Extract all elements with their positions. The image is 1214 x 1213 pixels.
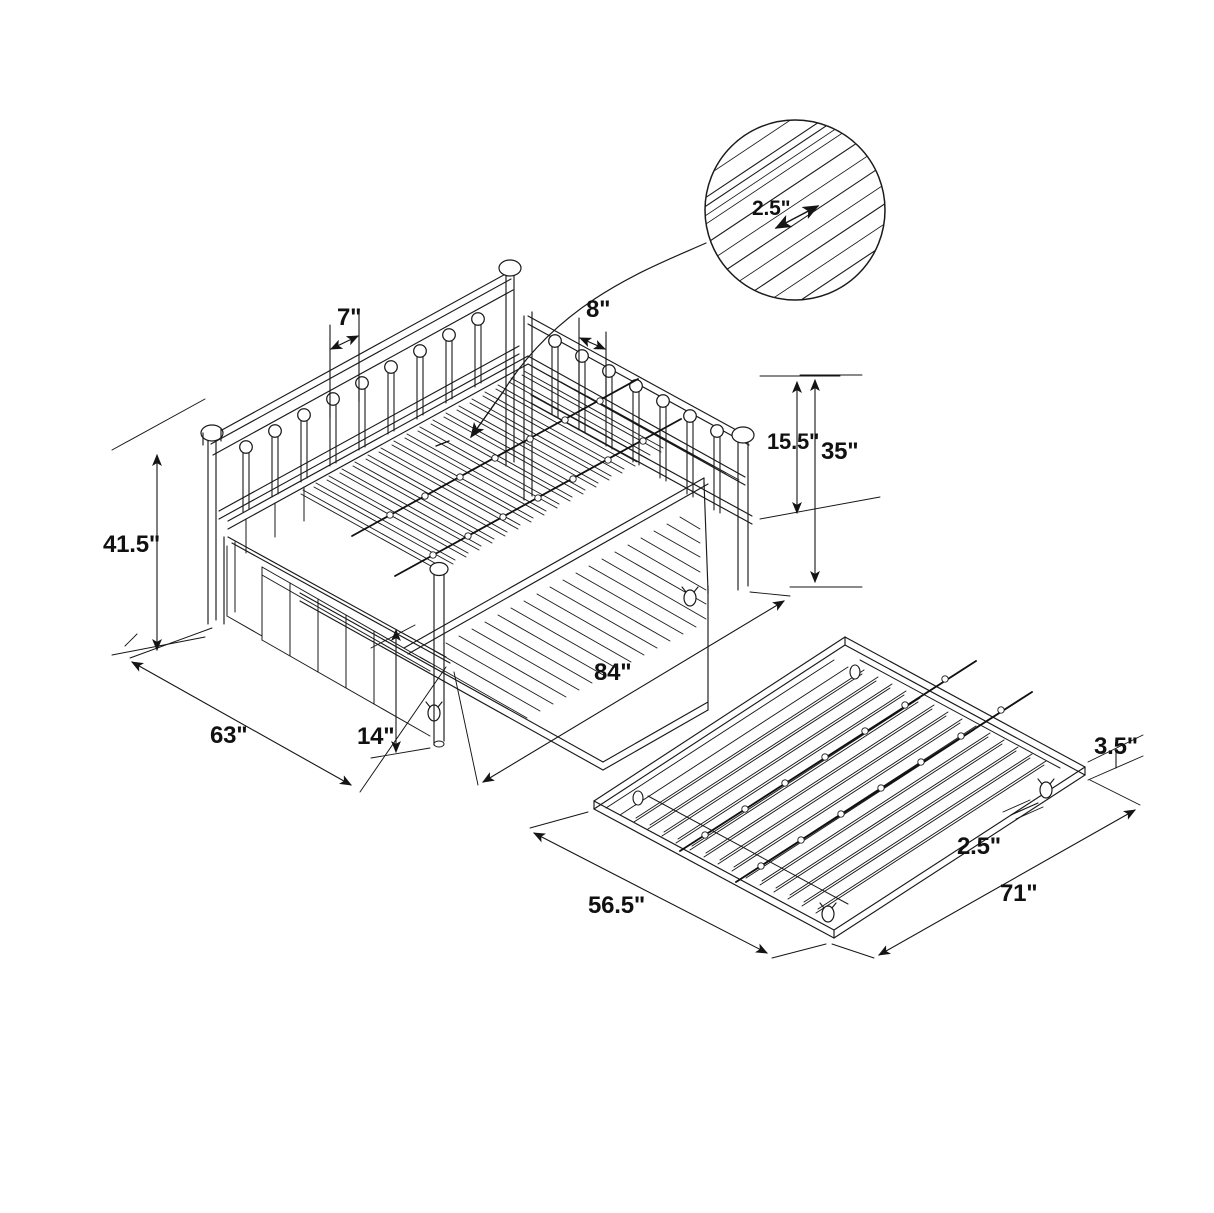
dimension-annotations (111, 308, 1144, 959)
dimension-label-spacing-7: 7" (337, 304, 362, 331)
caster-wheel (425, 586, 699, 722)
dimension-label-length-84: 84" (594, 659, 632, 686)
slat-detail-circle-group (435, 119, 886, 447)
dimension-label-width-63: 63" (210, 722, 248, 749)
headboard-panel (200, 259, 522, 625)
bed-legs (223, 536, 449, 748)
dimension-label-trundle-56-5: 56.5" (588, 892, 646, 919)
dimension-label-height-15-5: 15.5" (767, 429, 820, 454)
dimension-label-height-35: 35" (821, 438, 859, 465)
dimension-label-height-41-5: 41.5" (103, 531, 161, 558)
dimension-label-deck-height-14: 14" (357, 723, 395, 750)
footboard-panel (523, 311, 755, 591)
under-bed-frame (226, 541, 431, 737)
detail-circle-outline (704, 119, 886, 301)
dimension-label-trundle-2-5: 2.5" (957, 833, 1001, 860)
caster-wheel (632, 664, 1055, 923)
dimension-label-spacing-8: 8" (586, 296, 611, 323)
daybed-assembly (200, 259, 755, 771)
dimension-label-trundle-71: 71" (1000, 880, 1038, 907)
dimension-label-detail-2-5: 2.5" (752, 197, 791, 220)
detail-dimension-arrow (774, 205, 820, 229)
bed-deck-slats (227, 355, 746, 664)
detail-leader-line (502, 242, 707, 393)
dimension-label-trundle-3-5: 3.5" (1094, 733, 1138, 760)
